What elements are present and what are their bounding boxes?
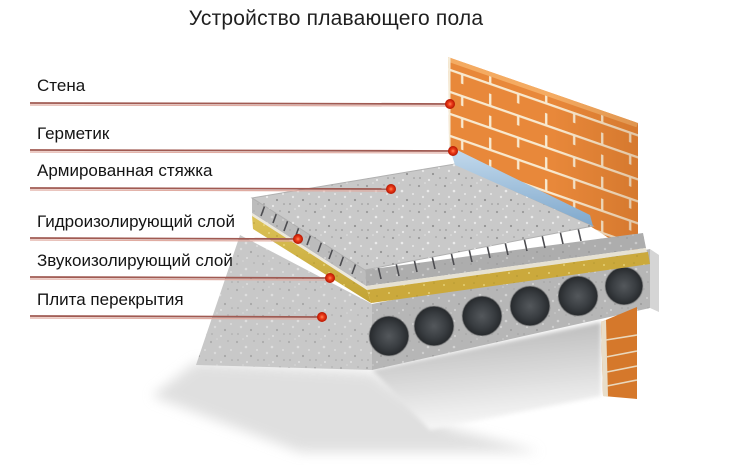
label-reinforced-screed: Армированная стяжка [37,161,213,180]
leader-screed [29,184,396,194]
sealant-strip [449,146,593,226]
label-sound-insulation-layer: Звукоизолирующий слой [37,251,233,270]
leader-dot [386,184,396,194]
floor-slab [196,235,659,370]
brick-wall [448,57,638,257]
leader-waterproofing [29,234,303,244]
leader-dot [325,273,335,283]
leader-lines [29,99,458,322]
brick-wall-lower [601,307,638,399]
waterproofing-edge-sw [252,213,367,290]
leader-slab [29,312,327,322]
rebar-ticks [260,204,582,280]
page-title: Устройство плавающего пола [188,7,484,30]
under-slab-void [372,322,601,430]
slab-hole [413,305,455,347]
label-waterproofing-layer: Гидроизолирующий слой [37,212,235,231]
leader-dot [293,234,303,244]
ground-shadow [152,362,540,452]
floor-layer-edges [252,198,650,303]
leader-dot [445,99,455,109]
label-floor-slab: Плита перекрытия [37,290,184,309]
slab-end-face [650,249,659,312]
slab-hole [604,266,644,306]
leader-wall [29,99,455,109]
label-wall: Стена [37,76,86,95]
leader-sealant [29,146,458,156]
slab-hole [557,275,599,317]
waterproofing-edge-se [366,248,647,290]
slab-hollow-cores [368,266,644,357]
leader-dot [317,312,327,322]
slab-hole [368,315,410,357]
leader-insulation [29,273,335,283]
slab-hole [461,295,503,337]
label-sealant: Герметик [37,124,110,143]
slab-hole [509,285,551,327]
leader-dot [448,146,458,156]
